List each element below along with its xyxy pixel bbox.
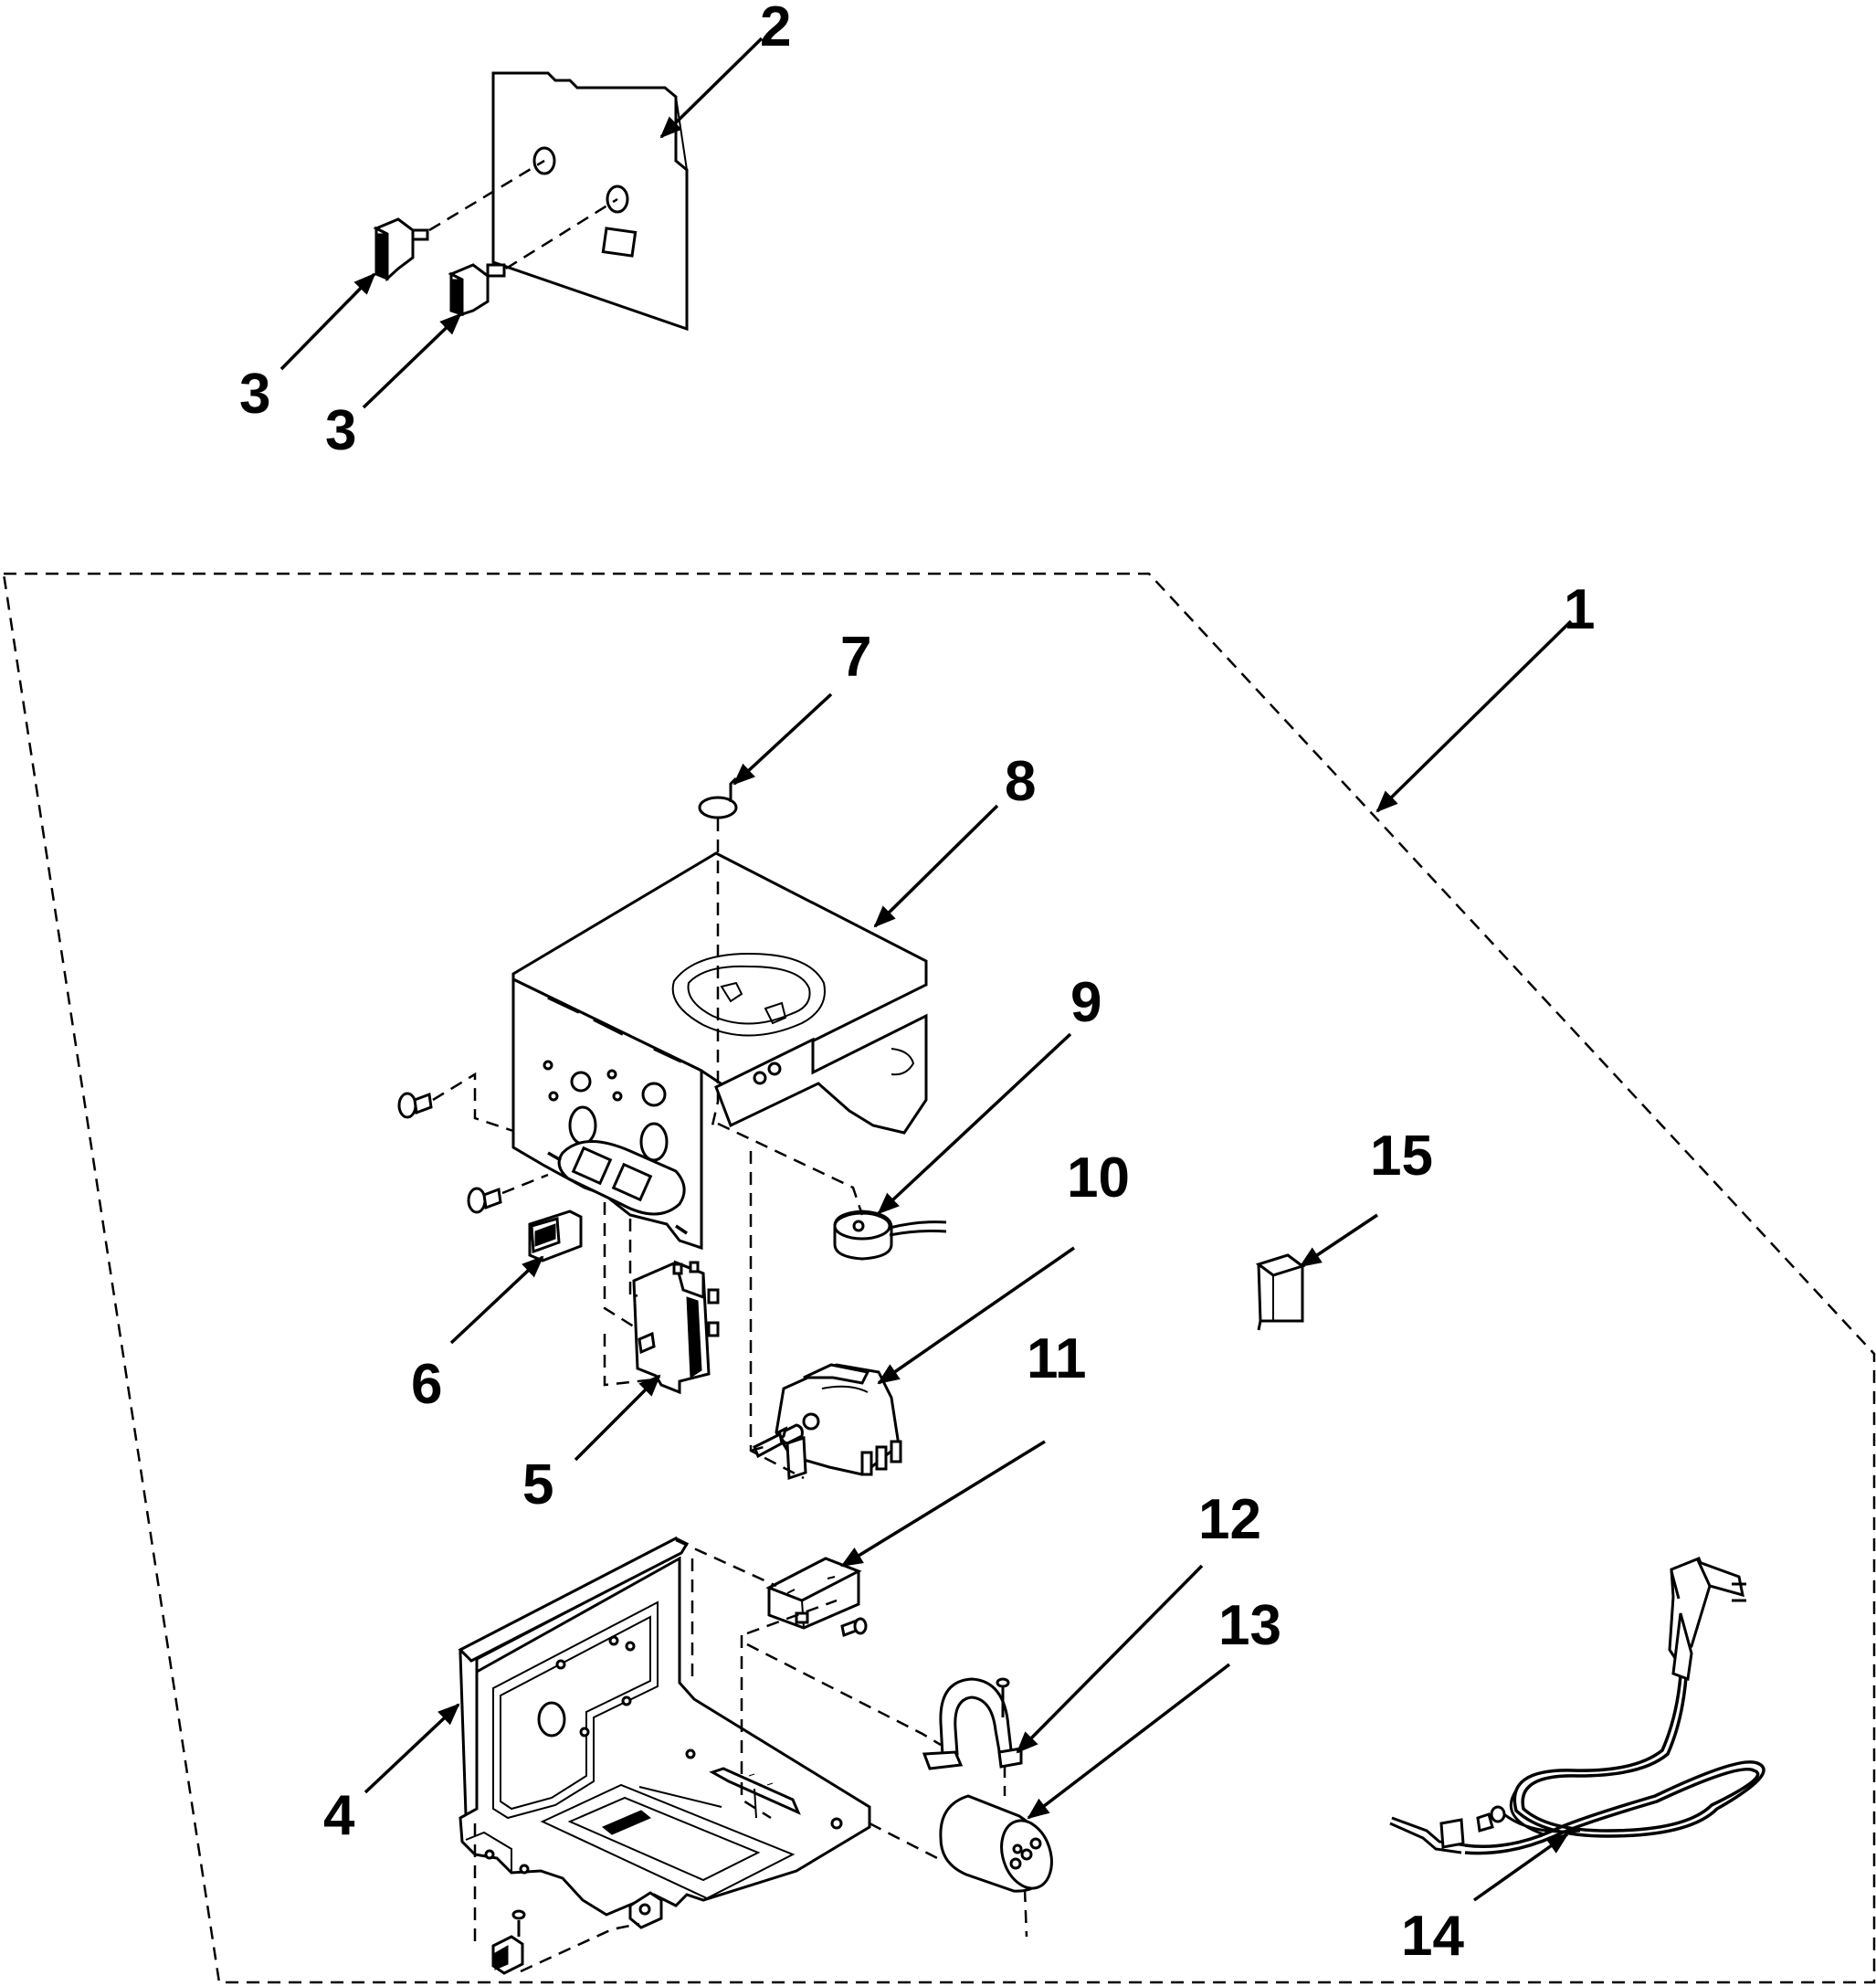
- callout-10: 10: [1067, 1146, 1130, 1210]
- callout-2: 2: [760, 0, 791, 58]
- screw-lower-guide: [501, 1173, 549, 1195]
- callout-3-lower: 3: [325, 399, 356, 462]
- knob-lower-guide: [505, 197, 618, 270]
- knob-upper-guide: [428, 159, 545, 232]
- callout-7: 7: [840, 626, 871, 689]
- capacitor-clamp: [922, 1677, 1023, 1770]
- internal-guides: [473, 819, 1028, 1973]
- callout-8: 8: [1005, 750, 1036, 813]
- screw-filter: [840, 1617, 868, 1638]
- timer-motor: [833, 1210, 947, 1261]
- thermostat-switch: [632, 1260, 720, 1395]
- assembly-boundary: [2, 572, 1876, 1984]
- rocker-switch: [528, 1210, 583, 1262]
- knob-upper: [373, 217, 429, 282]
- selector-switch: [753, 1363, 902, 1481]
- callout-12: 12: [1198, 1488, 1261, 1551]
- screw-upper-guide: [432, 1072, 514, 1133]
- screw-lower: [467, 1187, 502, 1214]
- terminal-block-small: [1255, 1253, 1306, 1331]
- thermostat-bulb: [698, 776, 738, 819]
- screw-upper: [397, 1092, 433, 1119]
- power-cord: [1389, 1557, 1765, 1855]
- callout-3-upper: 3: [239, 363, 270, 426]
- callout-5: 5: [522, 1453, 553, 1516]
- base-plate: [458, 1536, 871, 1929]
- callout-14: 14: [1401, 1905, 1464, 1968]
- noise-filter: [765, 1557, 862, 1630]
- leader-arrows: [279, 37, 1573, 1902]
- callout-9: 9: [1070, 971, 1101, 1034]
- callout-15: 15: [1370, 1125, 1433, 1188]
- callout-13: 13: [1218, 1594, 1281, 1657]
- callout-1: 1: [1564, 578, 1595, 641]
- cable-clip: [491, 1909, 526, 1975]
- callout-6: 6: [411, 1353, 442, 1416]
- callout-4: 4: [323, 1784, 355, 1847]
- control-panel: [491, 71, 689, 332]
- control-bracket: [511, 851, 928, 1251]
- callout-11: 11: [1027, 1327, 1087, 1390]
- knob-lower: [448, 263, 506, 317]
- run-capacitor: [939, 1794, 1053, 1893]
